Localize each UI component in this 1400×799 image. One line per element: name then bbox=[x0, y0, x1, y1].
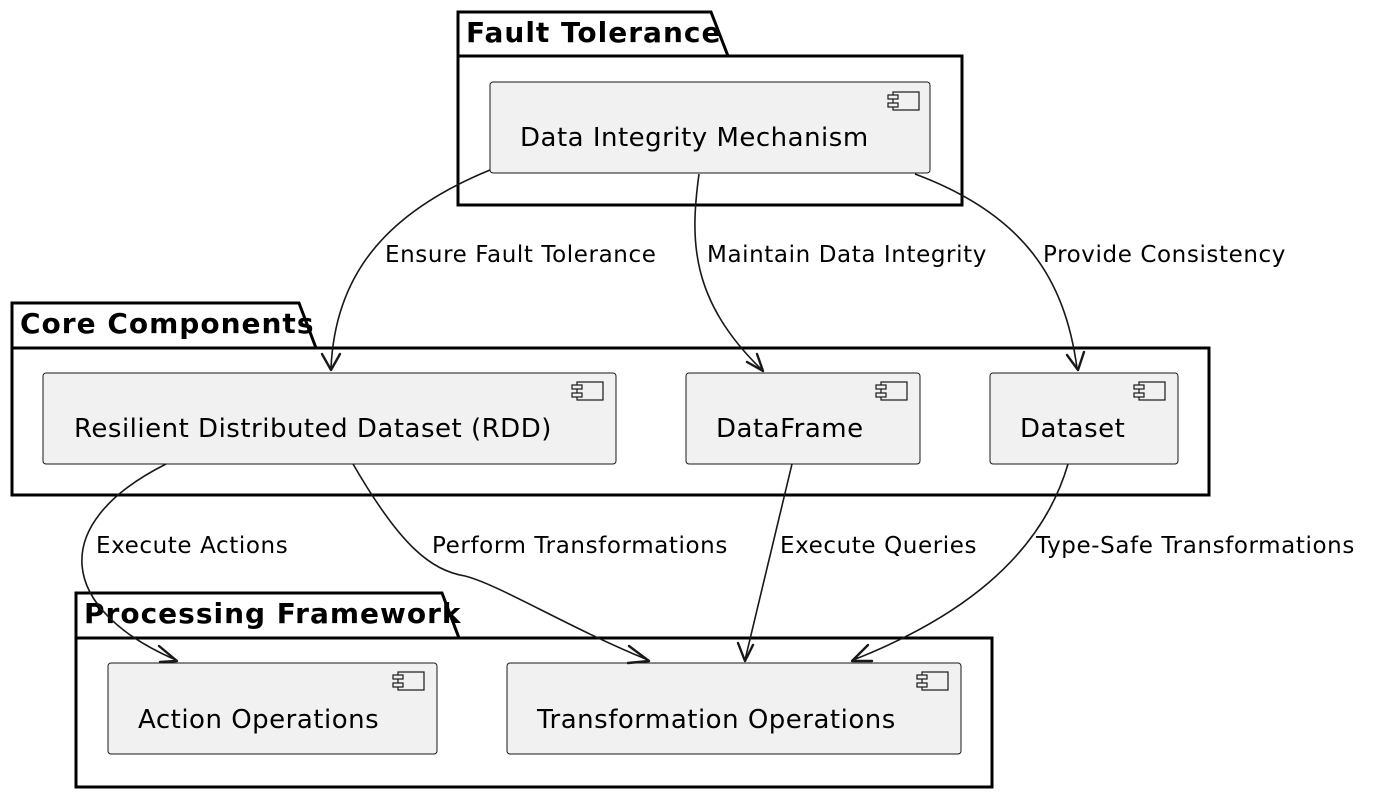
component-label: Action Operations bbox=[138, 705, 379, 735]
package-title: Core Components bbox=[20, 307, 314, 340]
edge-line bbox=[852, 463, 1069, 661]
component-data-integrity-mechanism[interactable]: Data Integrity Mechanism bbox=[489, 81, 931, 174]
edge-ensure-fault-tolerance: Ensure Fault Tolerance bbox=[320, 169, 656, 372]
edge-label: Type-Safe Transformations bbox=[1035, 533, 1355, 559]
component-icon bbox=[1133, 381, 1166, 401]
edge-line bbox=[744, 463, 793, 661]
edge-label: Maintain Data Integrity bbox=[707, 242, 987, 268]
edge-label: Execute Queries bbox=[780, 533, 977, 559]
edge-provide-consistency: Provide Consistency bbox=[914, 173, 1286, 372]
component-dataframe[interactable]: DataFrame bbox=[685, 372, 921, 465]
edge-line bbox=[81, 463, 177, 661]
component-box bbox=[685, 372, 921, 465]
edge-label: Ensure Fault Tolerance bbox=[385, 242, 656, 268]
package-title: Processing Framework bbox=[84, 597, 462, 630]
component-label: Resilient Distributed Dataset (RDD) bbox=[74, 414, 552, 444]
arrowhead-icon bbox=[1065, 350, 1086, 372]
edge-maintain-data-integrity: Maintain Data Integrity bbox=[694, 173, 987, 373]
package-core-components: Core Components Resilient Distributed Da… bbox=[10, 301, 1211, 497]
edge-type-safe-transformations: Type-Safe Transformations bbox=[850, 463, 1355, 663]
edge-execute-queries: Execute Queries bbox=[736, 463, 977, 663]
component-transformation-operations[interactable]: Transformation Operations bbox=[506, 662, 962, 755]
edge-line bbox=[330, 169, 491, 369]
component-label: Data Integrity Mechanism bbox=[520, 123, 869, 153]
component-dataset[interactable]: Dataset bbox=[989, 372, 1179, 465]
component-icon bbox=[916, 671, 949, 691]
package-title: Fault Tolerance bbox=[466, 16, 721, 49]
package-fault-tolerance: Fault Tolerance Data Integrity Mechanism bbox=[456, 10, 964, 207]
edge-line bbox=[352, 463, 649, 661]
component-box bbox=[489, 81, 931, 174]
component-label: Dataset bbox=[1020, 414, 1125, 444]
arrowhead-icon bbox=[850, 643, 874, 663]
edge-execute-actions: Execute Actions bbox=[81, 463, 288, 664]
component-box bbox=[107, 662, 438, 755]
component-label: Transformation Operations bbox=[536, 705, 896, 735]
arrowhead-icon bbox=[736, 641, 755, 663]
component-box bbox=[989, 372, 1179, 465]
edge-line bbox=[914, 173, 1078, 369]
edge-label: Execute Actions bbox=[96, 533, 288, 559]
edge-label: Perform Transformations bbox=[432, 533, 728, 559]
edge-line bbox=[694, 173, 763, 371]
component-box bbox=[506, 662, 962, 755]
component-rdd[interactable]: Resilient Distributed Dataset (RDD) bbox=[42, 372, 617, 465]
component-action-operations[interactable]: Action Operations bbox=[107, 662, 438, 755]
component-icon bbox=[875, 381, 908, 401]
arrowhead-icon bbox=[320, 352, 342, 372]
package-processing-framework: Processing Framework Action Operations T… bbox=[74, 591, 994, 789]
edge-label: Provide Consistency bbox=[1043, 242, 1286, 268]
arrowhead-icon bbox=[626, 644, 651, 665]
component-box bbox=[42, 372, 617, 465]
component-icon bbox=[392, 671, 425, 691]
edge-perform-transformations: Perform Transformations bbox=[352, 463, 728, 665]
component-label: DataFrame bbox=[716, 414, 864, 444]
arrowhead-icon bbox=[745, 352, 765, 373]
arrowhead-icon bbox=[157, 644, 179, 664]
component-icon bbox=[571, 381, 604, 401]
component-icon bbox=[887, 91, 920, 111]
